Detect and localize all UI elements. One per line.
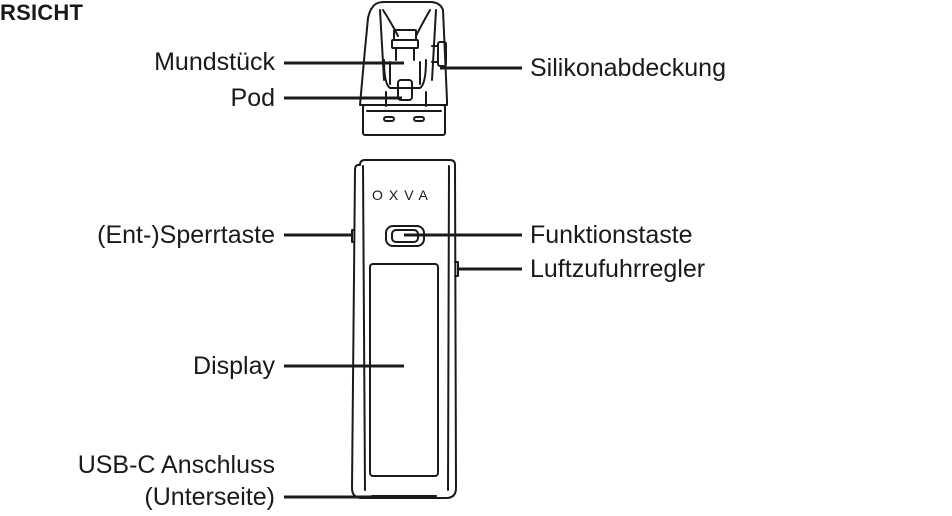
label-usb-line2: (Unterseite) — [144, 483, 275, 511]
pod-illustration — [359, 1, 448, 136]
label-lock-button: (Ent-)Sperrtaste — [97, 221, 275, 249]
brand-logo-text: OXVA — [372, 187, 434, 203]
label-function-button: Funktionstaste — [530, 221, 693, 249]
label-mouthpiece: Mundstück — [154, 48, 275, 76]
label-airflow: Luftzufuhrregler — [530, 255, 706, 283]
device-body — [351, 159, 459, 499]
label-silicone-cover: Silikonabdeckung — [530, 54, 726, 82]
diagram-heading: RSICHT — [0, 0, 84, 25]
label-usb-line1: USB-C Anschluss — [77, 451, 275, 479]
label-pod: Pod — [230, 84, 275, 112]
callout-lines — [284, 61, 522, 499]
label-display: Display — [193, 352, 275, 380]
